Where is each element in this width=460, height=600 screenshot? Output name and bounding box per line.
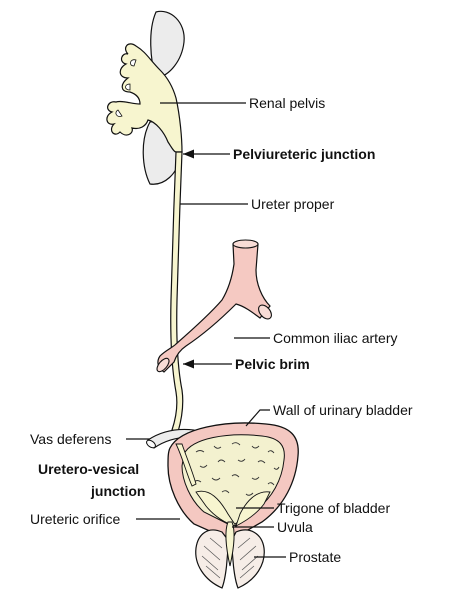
label-vas-deferens: Vas deferens [30, 431, 111, 447]
label-ureteric-orifice: Ureteric orifice [30, 511, 120, 527]
label-renal-pelvis: Renal pelvis [249, 95, 325, 111]
label-pelviureteric-junction: Pelviureteric junction [233, 146, 375, 162]
arrow-pelviureteric-junction [183, 149, 194, 159]
ureter [170, 151, 184, 433]
label-uretero-vesical: Uretero-vesical [38, 461, 139, 477]
ureteric-orifice-shape [175, 443, 197, 487]
label-pelvic-brim: Pelvic brim [235, 356, 310, 372]
label-wall-of-urinary-bladder: Wall of urinary bladder [273, 402, 413, 418]
label-uvula: Uvula [277, 519, 313, 535]
renal-pelvis-shape [106, 43, 183, 153]
label-uretero-vesical-junction: junction [90, 483, 145, 499]
label-common-iliac-artery: Common iliac artery [273, 330, 397, 346]
label-ureter-proper: Ureter proper [251, 196, 335, 212]
urinary-bladder [167, 422, 299, 541]
arrow-pelvic-brim [183, 359, 194, 369]
prostate-shape [195, 521, 265, 589]
label-prostate: Prostate [289, 549, 341, 565]
common-iliac-artery [156, 239, 272, 373]
leader-wall-of-urinary-bladder [245, 409, 270, 427]
label-trigone-of-bladder: Trigone of bladder [277, 500, 390, 516]
kidney-upper-lobe [150, 10, 185, 79]
